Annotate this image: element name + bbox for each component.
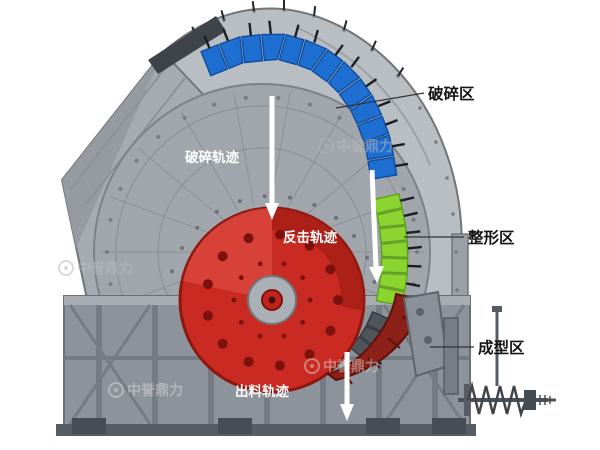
trajectory-arrow-rebound <box>369 169 384 283</box>
trajectory-arrow-discharge <box>340 352 354 421</box>
spring-washer <box>464 384 470 416</box>
feed-plate <box>148 16 226 74</box>
zone-label-text: 破碎区 <box>428 84 475 103</box>
bracket-hole <box>424 336 432 344</box>
frame-foot <box>218 418 252 434</box>
watermark-text: 中誉鼎力 <box>337 138 393 154</box>
base-plate <box>56 424 476 436</box>
trajectory-label-discharge: 出料轨迹 <box>235 383 289 399</box>
frame-foot <box>72 418 106 434</box>
arrow-shaft <box>369 169 379 269</box>
rotor <box>178 206 366 394</box>
arrow-head <box>265 203 279 220</box>
watermark-logo-icon <box>108 382 124 398</box>
chute-wedge <box>62 52 163 248</box>
casing-seam <box>297 27 431 166</box>
trajectory-label-crushing: 破碎轨迹 <box>185 149 239 165</box>
watermark-logo-icon <box>318 138 334 154</box>
frame-braces <box>68 304 466 425</box>
zone-label-text: 成型区 <box>478 338 525 357</box>
zone-label-shaping: 整形区 <box>404 228 515 247</box>
watermark: 中誉鼎力 <box>318 138 393 154</box>
frame-foot <box>432 418 466 434</box>
frame-foot <box>366 418 400 434</box>
watermark: 中誉鼎力 <box>108 382 183 398</box>
watermark-text: 中誉鼎力 <box>127 382 183 398</box>
watermark-text: 中誉鼎力 <box>77 260 133 276</box>
watermark-logo-dot <box>64 266 68 270</box>
watermark: 中誉鼎力 <box>58 260 133 276</box>
watermark-text: 中誉鼎力 <box>323 358 379 374</box>
rotor-bolts <box>202 229 343 371</box>
spring-coil <box>466 381 528 419</box>
arrow-head <box>340 404 354 421</box>
rotor-highlight <box>183 208 272 300</box>
spring-nut <box>524 390 536 410</box>
trajectory-label-rebound: 反击轨迹 <box>283 229 337 245</box>
leader-line <box>335 92 425 109</box>
rod-cap <box>492 306 502 312</box>
watermark-logo-dot <box>114 388 118 392</box>
tension-spring-assembly <box>443 306 556 419</box>
arrow-head <box>369 266 384 283</box>
watermark-logo-icon <box>58 260 74 276</box>
zone-label-crushing: 破碎区 <box>335 84 475 109</box>
watermark-logo-dot <box>310 364 314 368</box>
crushing-zone-liners <box>200 20 409 181</box>
watermark-logo-dot <box>324 144 328 148</box>
rotor-shade <box>272 208 364 311</box>
zone-label-text: 整形区 <box>467 228 515 247</box>
bolt-threads <box>539 395 551 405</box>
zone-label-forming: 成型区 <box>430 338 525 357</box>
trajectory-arrow-crushing <box>265 96 279 220</box>
watermark-logo-icon <box>304 358 320 374</box>
spring-bracket <box>443 317 459 395</box>
watermark: 中誉鼎力 <box>304 358 379 374</box>
rotor-hub-center <box>268 296 276 304</box>
bracket-hole <box>416 308 424 316</box>
